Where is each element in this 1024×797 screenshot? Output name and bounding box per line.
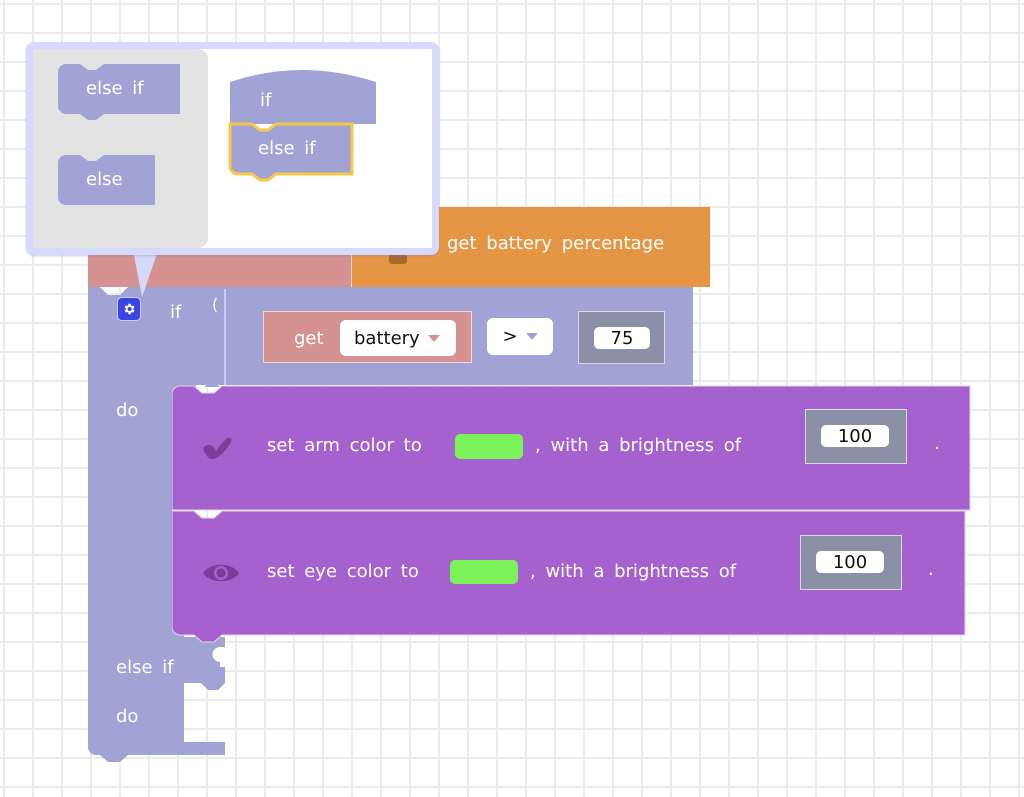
variable-name: battery	[354, 327, 420, 349]
brightness-number-block[interactable]: 100	[805, 409, 907, 464]
brightness-value: 100	[837, 425, 873, 447]
mutator-if-label: if	[260, 90, 272, 111]
statement-middle: , with a brightness of	[530, 561, 737, 582]
variable-dropdown[interactable]: battery	[340, 320, 456, 356]
statement-middle: , with a brightness of	[535, 435, 742, 456]
number-block[interactable]: 75	[578, 311, 665, 364]
statement-prefix: set arm color to	[267, 435, 422, 456]
set-eye-color-block-shape	[172, 510, 966, 643]
do2-label: do	[116, 706, 139, 727]
mutator-bubble-tail	[132, 245, 160, 297]
number-value: 75	[610, 327, 634, 349]
flyout-else-block[interactable]: else	[58, 155, 155, 205]
set-arm-color-block-shape	[172, 385, 971, 511]
statement-suffix: .	[928, 559, 934, 580]
if-label: if	[170, 302, 182, 323]
block-label: get battery percentage	[447, 233, 665, 254]
eye-icon	[203, 564, 239, 582]
notch-tab	[389, 252, 407, 264]
statement-suffix: .	[934, 433, 940, 454]
flyout-else-if-shape	[58, 64, 180, 120]
get-variable-block[interactable]: get battery	[263, 311, 472, 363]
else-if-label: else if	[116, 657, 174, 678]
mutator-gear-button[interactable]	[117, 297, 141, 321]
set-arm-color-block[interactable]: set arm color to , with a brightness of …	[172, 385, 970, 510]
statement-prefix: set eye color to	[267, 561, 419, 582]
mutator-if-container-shape	[230, 70, 376, 124]
brightness-field[interactable]: 100	[816, 551, 884, 573]
mutator-else-if-label: else if	[258, 138, 316, 159]
flyout-else-if-label: else if	[86, 78, 144, 99]
operator-value: >	[502, 326, 518, 347]
condition-socket-bracket: (	[212, 295, 219, 314]
gear-icon	[124, 303, 135, 315]
operator-dropdown[interactable]: >	[487, 318, 553, 355]
brightness-value: 100	[832, 551, 868, 573]
color-picker-field[interactable]	[455, 434, 523, 459]
number-field[interactable]: 75	[594, 327, 650, 349]
mutator-if-container[interactable]: if	[230, 68, 376, 124]
set-eye-color-block[interactable]: set eye color to , with a brightness of …	[172, 510, 965, 635]
color-picker-field[interactable]	[450, 560, 518, 584]
brightness-number-block[interactable]: 100	[800, 535, 902, 590]
flyout-else-label: else	[86, 169, 123, 190]
brightness-field[interactable]: 100	[821, 425, 889, 447]
dropdown-arrow-icon	[427, 334, 440, 342]
do-label: do	[116, 400, 139, 421]
flyout-else-shape	[58, 155, 155, 205]
mutator-else-if-block[interactable]: else if	[230, 124, 350, 174]
get-label: get	[294, 328, 324, 349]
mutator-else-if-selected-shape	[228, 122, 354, 182]
dropdown-arrow-icon	[525, 333, 538, 340]
set-variable-block[interactable]	[88, 250, 352, 287]
mutator-popup: else if else if else if	[26, 42, 439, 255]
arm-icon	[203, 437, 232, 460]
flyout-else-if-block[interactable]: else if	[58, 64, 180, 114]
